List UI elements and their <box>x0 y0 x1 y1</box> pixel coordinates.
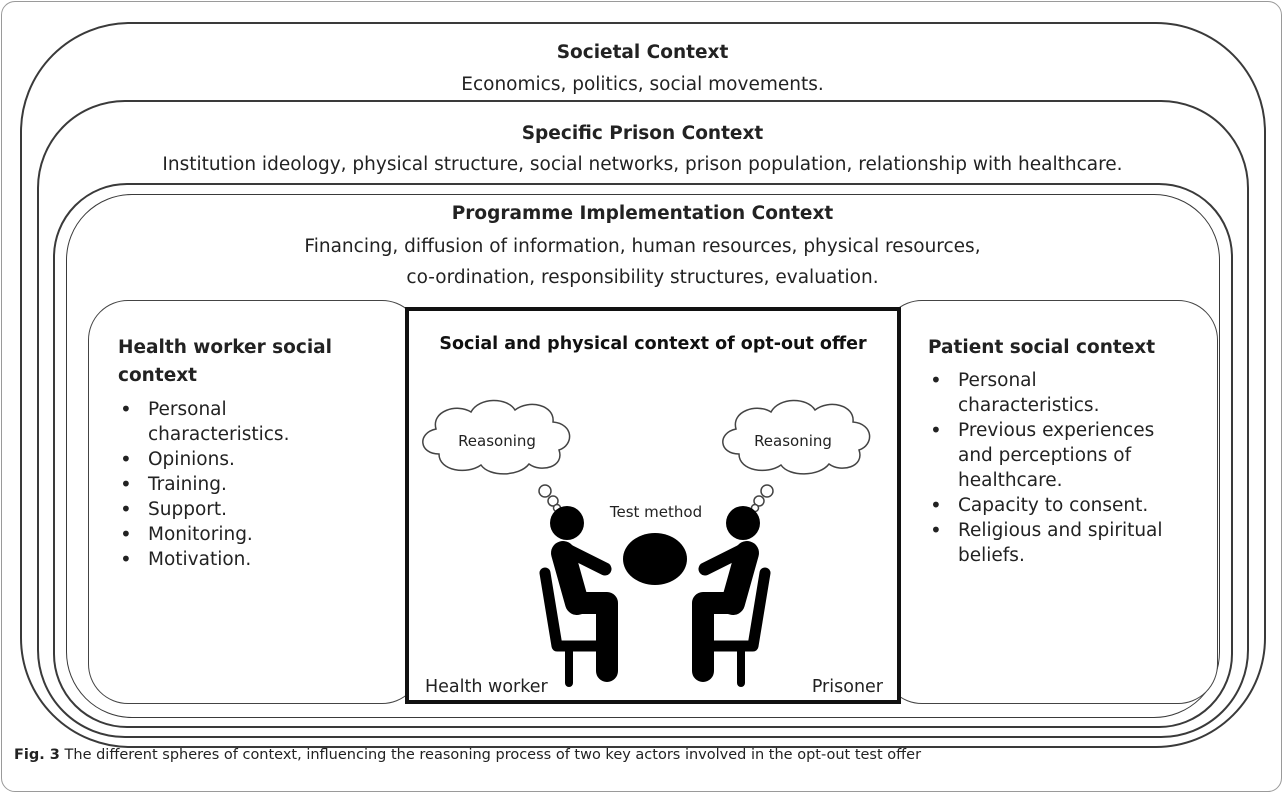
programme-context-title: Programme Implementation Context <box>451 203 834 224</box>
list-item: Monitoring. <box>118 522 388 547</box>
programme-context-inner-ring <box>66 194 1220 718</box>
patient-context-title: Patient social context <box>928 337 1156 358</box>
opt-out-offer-title: Social and physical context of opt-out o… <box>439 334 867 354</box>
list-item-line: Support. <box>148 499 228 520</box>
list-item: Opinions. <box>118 447 388 472</box>
opt-out-offer-context-box: Social and physical context of opt-out o… <box>405 307 901 704</box>
test-method-label: Test method <box>609 503 702 521</box>
list-item-line: Capacity to consent. <box>958 495 1149 516</box>
list-item: Personal characteristics. <box>928 368 1198 418</box>
list-item-line: and perceptions of <box>958 445 1132 466</box>
list-item: Support. <box>118 497 388 522</box>
list-item-line: characteristics. <box>148 424 290 445</box>
figure-caption: Fig. 3 The different spheres of context,… <box>14 747 921 763</box>
list-item: Training. <box>118 472 388 497</box>
list-item-line: Previous experiences <box>958 420 1155 441</box>
right-reasoning-label: Reasoning <box>754 432 832 450</box>
patient-context-list: Personal characteristics. Previous exper… <box>928 368 1198 568</box>
list-item: Previous experiences and perceptions of … <box>928 418 1198 493</box>
health-worker-context-title-line2: context <box>118 365 198 386</box>
list-item-line: Motivation. <box>148 549 252 570</box>
prisoner-figure-icon <box>692 506 771 687</box>
table-icon <box>623 533 687 585</box>
list-item-line: Training. <box>148 474 227 495</box>
list-item: Personal characteristics. <box>118 397 388 447</box>
right-thought-cloud-icon <box>722 399 871 513</box>
list-item-line: Monitoring. <box>148 524 253 545</box>
list-item-line: Opinions. <box>148 449 235 470</box>
list-item: Motivation. <box>118 547 388 572</box>
health-worker-context-title-line1: Health worker social <box>118 337 333 358</box>
health-worker-figure-icon <box>539 506 618 687</box>
figure-caption-label: Fig. 3 <box>14 747 60 763</box>
programme-context-subtitle-line2: co-ordination, responsibility structures… <box>406 267 879 288</box>
prison-context-title: Specific Prison Context <box>521 123 764 144</box>
health-worker-context-list: Personal characteristics. Opinions. Trai… <box>118 397 388 572</box>
list-item-line: beliefs. <box>958 545 1025 566</box>
left-reasoning-label: Reasoning <box>458 432 536 450</box>
list-item: Capacity to consent. <box>928 493 1198 518</box>
health-worker-label: Health worker <box>425 677 549 697</box>
prisoner-label: Prisoner <box>812 677 884 697</box>
societal-context-ring <box>20 22 1266 748</box>
societal-context-subtitle: Economics, politics, social movements. <box>461 74 824 95</box>
health-worker-context-title: Health worker social context <box>118 334 332 390</box>
list-item-line: characteristics. <box>958 395 1100 416</box>
programme-context-subtitle-line1: Financing, diffusion of information, hum… <box>304 236 981 257</box>
list-item-line: Personal <box>958 370 1037 391</box>
societal-context-title: Societal Context <box>556 42 729 63</box>
list-item: Religious and spiritual beliefs. <box>928 518 1198 568</box>
list-item-line: Personal <box>148 399 227 420</box>
left-thought-cloud-icon <box>422 399 571 513</box>
prison-context-subtitle: Institution ideology, physical structure… <box>162 154 1123 175</box>
programme-context-ring <box>53 183 1233 728</box>
opt-out-offer-scene: Social and physical context of opt-out o… <box>422 334 884 697</box>
figure-caption-text: The different spheres of context, influe… <box>59 747 922 763</box>
list-item-line: healthcare. <box>958 470 1063 491</box>
prison-context-ring <box>37 100 1249 738</box>
list-item-line: Religious and spiritual <box>958 520 1163 541</box>
